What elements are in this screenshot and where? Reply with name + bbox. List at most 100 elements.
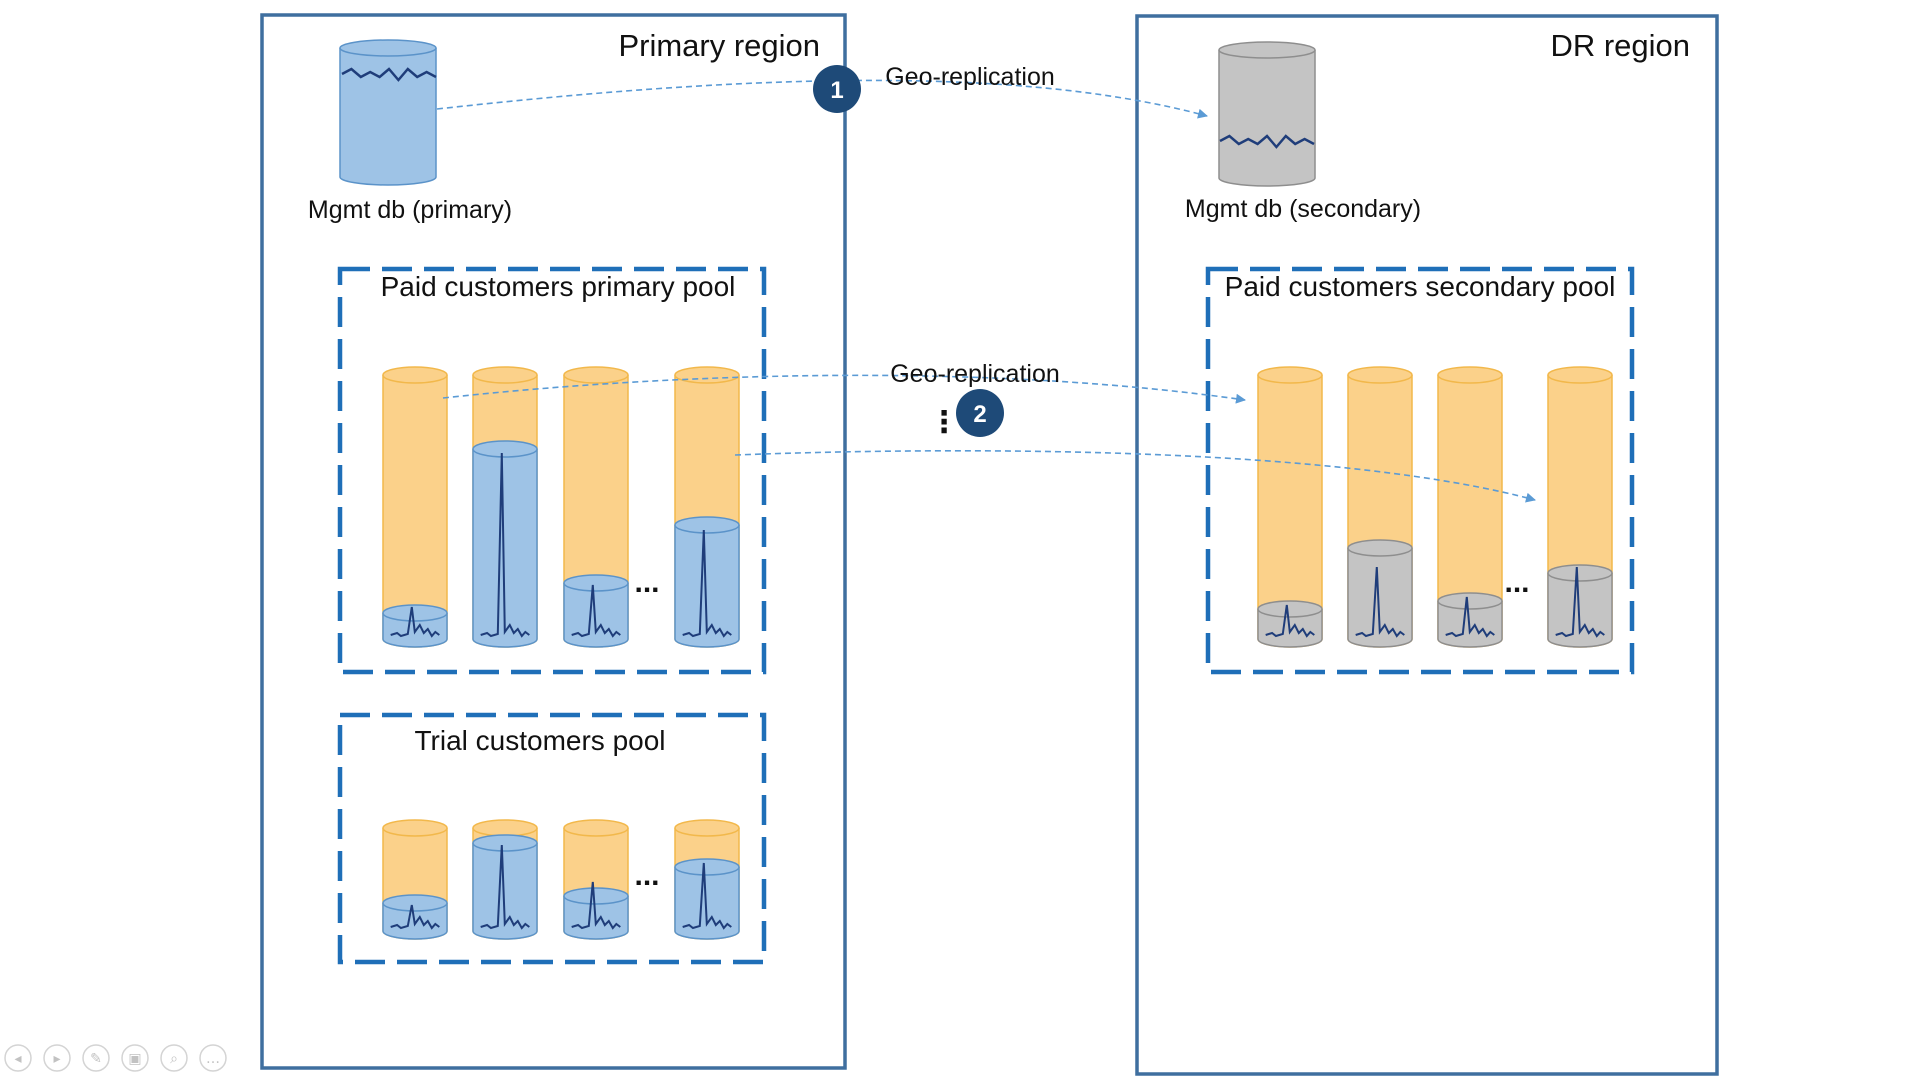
trial-db-1-outer-top — [382, 819, 448, 837]
paid-secondary-db-2-sparkline — [1355, 566, 1405, 638]
mgmt-db-secondary-label: Mgmt db (secondary) — [1185, 195, 1421, 223]
database-cylinders — [339, 39, 1613, 940]
trial-db-4-usage-body — [674, 867, 740, 940]
primary-region-title: Primary region — [618, 28, 820, 63]
geo-replication-vertical-ellipsis: ⋮ — [929, 406, 959, 439]
trial-db-3-sparkline — [571, 881, 621, 930]
mgmt-db-primary-label: Mgmt db (primary) — [308, 196, 512, 224]
trial-database-3 — [563, 819, 629, 940]
paid-secondary-database-2 — [1347, 366, 1413, 648]
paid-secondary-database-3 — [1437, 366, 1503, 648]
paid-secondary-database-1 — [1257, 366, 1323, 648]
mgmt-db-primary-cylinder — [339, 39, 437, 186]
svg-text:◂: ◂ — [14, 1051, 21, 1067]
paid-secondary-db-3-outer-top — [1437, 366, 1503, 384]
step-badge-1-number: 1 — [830, 77, 843, 104]
paid-primary-db-4-usage-body — [674, 525, 740, 648]
paid-primary-db-4-outer-top — [674, 366, 740, 384]
paid-secondary-db-3-sparkline — [1445, 596, 1495, 638]
paid-primary-db-3-outer-top — [563, 366, 629, 384]
step-badge-2-number: 2 — [973, 401, 986, 428]
paid-secondary-db-3-usage-top — [1437, 592, 1503, 610]
mgmt-db-primary-sparkline — [341, 67, 437, 82]
trial-db-3-outer-top — [563, 819, 629, 837]
paid-secondary-db-1-usage-top — [1257, 600, 1323, 618]
mgmt-db-secondary-sparkline — [1219, 134, 1315, 149]
paid-secondary-db-4-usage-body — [1547, 573, 1613, 648]
trial-db-2-usage-body — [472, 843, 538, 940]
next-icon[interactable]: ▸ — [43, 1044, 71, 1072]
trial-db-3-usage-top — [563, 887, 629, 905]
svg-text:✎: ✎ — [90, 1051, 102, 1067]
paid-secondary-db-4-usage-top — [1547, 564, 1613, 582]
paid-primary-db-4-usage-top — [674, 516, 740, 534]
paid-secondary-db-4-outer-top — [1547, 366, 1613, 384]
mgmt-db-secondary-body — [1218, 50, 1316, 187]
more-icon[interactable]: … — [199, 1044, 227, 1072]
mgmt-db-secondary-cylinder — [1218, 41, 1316, 187]
trial-pool-title: Trial customers pool — [414, 725, 665, 756]
trial-db-4-usage-top — [674, 858, 740, 876]
trial-db-2-sparkline — [480, 844, 530, 930]
primary-region-frame — [260, 13, 847, 1070]
mgmt-db-primary-body — [339, 48, 437, 186]
trial-db-4-outer-top — [674, 819, 740, 837]
zoom-icon[interactable]: ⌕ — [160, 1044, 188, 1072]
trial-database-2 — [472, 819, 538, 940]
paid-primary-db-4-sparkline — [682, 529, 732, 638]
paid-secondary-db-2-usage-top — [1347, 539, 1413, 557]
paid-secondary-db-2-usage-body — [1347, 548, 1413, 648]
paid-primary-db-2-sparkline — [480, 452, 530, 638]
trial-db-4-sparkline — [682, 862, 732, 930]
paid-primary-database-2 — [472, 366, 538, 648]
paid-primary-db-3-usage-top — [563, 574, 629, 592]
geo-replication-label-1: Geo-replication — [885, 63, 1055, 91]
mgmt-geo-replication-arrow — [436, 79, 1208, 119]
trial-database-1 — [382, 819, 448, 940]
trial-pool-frame — [337, 712, 767, 965]
step-badge-2 — [956, 389, 1004, 437]
paid-primary-db-1-usage-top — [382, 604, 448, 622]
pool-geo-replication-arrow-a — [442, 374, 1246, 404]
paid-primary-pool-title: Paid customers primary pool — [381, 271, 736, 302]
trial-db-2-outer-top — [472, 819, 538, 837]
trial-pool-ellipsis: ... — [634, 859, 659, 892]
paid-secondary-pool-title: Paid customers secondary pool — [1225, 271, 1616, 302]
paid-secondary-pool-ellipsis: ... — [1504, 566, 1529, 599]
paid-secondary-db-4-sparkline — [1555, 566, 1605, 638]
paid-primary-db-1-outer-top — [382, 366, 448, 384]
paid-primary-db-1-sparkline — [390, 606, 440, 638]
paid-primary-database-1 — [382, 366, 448, 648]
paid-primary-db-2-outer-top — [472, 366, 538, 384]
trial-db-2-usage-top — [472, 834, 538, 852]
paid-primary-db-2-usage-top — [472, 440, 538, 458]
trial-database-4 — [674, 819, 740, 940]
paid-primary-pool-ellipsis: ... — [634, 566, 659, 599]
paid-secondary-db-2-outer-top — [1347, 366, 1413, 384]
pool-geo-replication-arrow-b — [734, 449, 1536, 503]
dr-region-frame — [1135, 14, 1719, 1076]
slides-icon[interactable]: ▣ — [121, 1044, 149, 1072]
paid-secondary-db-1-outer-top — [1257, 366, 1323, 384]
geo-replication-label-2: Geo-replication — [890, 360, 1060, 388]
trial-db-1-usage-top — [382, 894, 448, 912]
mgmt-db-primary-top — [339, 39, 437, 57]
previous-icon[interactable]: ◂ — [4, 1044, 32, 1072]
paid-primary-database-3 — [563, 366, 629, 648]
paid-secondary-db-1-sparkline — [1265, 604, 1315, 638]
paid-secondary-pool-frame — [1205, 266, 1635, 675]
dr-region-title: DR region — [1550, 28, 1690, 63]
paid-primary-database-4 — [674, 366, 740, 648]
trial-db-1-sparkline — [390, 904, 440, 930]
slideshow-controls: ◂ ▸ ✎ ▣ ⌕ … — [4, 1044, 227, 1072]
svg-text:⌕: ⌕ — [170, 1051, 178, 1067]
mgmt-db-secondary-top — [1218, 41, 1316, 59]
paid-primary-db-3-usage-body — [563, 583, 629, 648]
paid-secondary-database-4 — [1547, 366, 1613, 648]
svg-text:▸: ▸ — [53, 1051, 60, 1067]
paid-primary-pool-frame — [337, 266, 767, 675]
pen-icon[interactable]: ✎ — [82, 1044, 110, 1072]
svg-text:…: … — [206, 1051, 220, 1067]
paid-primary-db-3-sparkline — [571, 584, 621, 638]
